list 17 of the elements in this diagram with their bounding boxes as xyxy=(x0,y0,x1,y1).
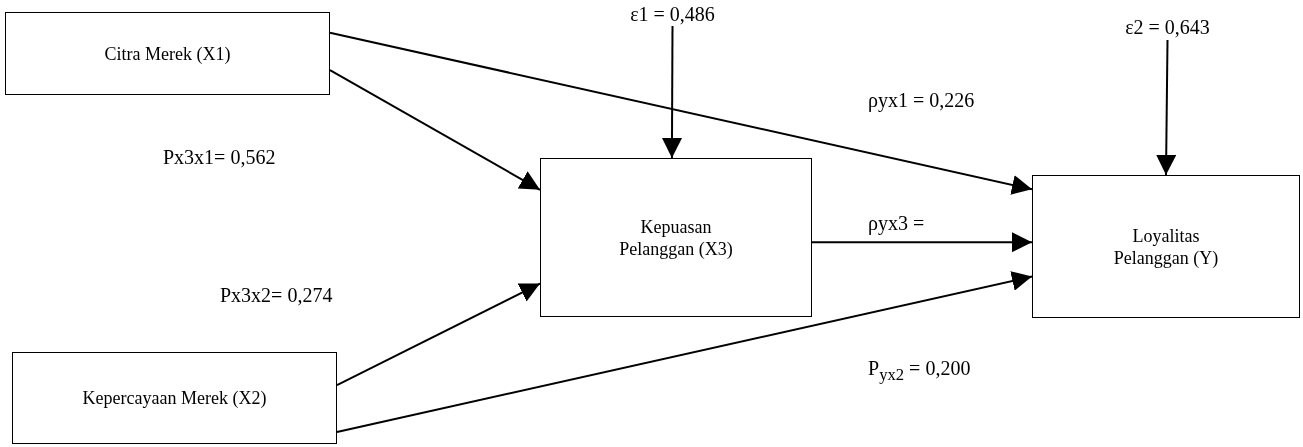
arrow xyxy=(336,271,1033,434)
error-term-label: ε2 = 0,643 xyxy=(1100,14,1235,40)
arrow xyxy=(811,232,1033,253)
variable-name: Citra Merek (X1) xyxy=(104,42,231,65)
arrow xyxy=(662,25,682,159)
variable-box xyxy=(5,12,330,95)
arrow xyxy=(1156,39,1177,176)
arrow xyxy=(336,282,541,387)
error-term-label: ε1 = 0,486 xyxy=(605,1,740,26)
arrow xyxy=(329,69,541,191)
variable-box xyxy=(540,158,812,317)
variable-box xyxy=(1032,175,1300,318)
arrow xyxy=(329,31,1033,195)
variable-name: Loyalitas Pelanggan (Y) xyxy=(1112,224,1220,269)
variable-name: Kepercayaan Merek (X2) xyxy=(82,387,267,409)
variable-name: Kepuasan Pelanggan (X3) xyxy=(618,215,734,260)
variable-box xyxy=(12,352,337,444)
